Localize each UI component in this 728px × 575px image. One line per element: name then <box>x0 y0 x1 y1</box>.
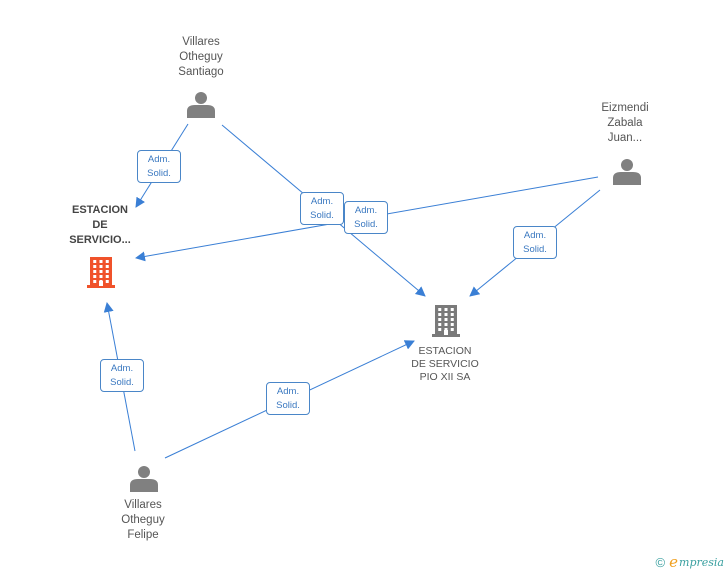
relation-type: Solid. <box>276 400 300 411</box>
name-line: DE <box>92 219 108 231</box>
relation-badge-felipe-main[interactable]: Adm. Solid. <box>100 359 144 392</box>
name-line: Zabala <box>607 117 643 129</box>
person-icon-eizmendi-juan[interactable] <box>613 159 641 185</box>
relation-type: Adm. <box>354 205 378 216</box>
relation-type: Solid. <box>354 219 378 230</box>
company-label-estacion-servicio-main[interactable]: ESTACION DE SERVICIO... <box>50 203 150 248</box>
name-line: ESTACION <box>71 204 129 216</box>
name-line: Santiago <box>178 66 224 78</box>
relation-badge-felipe-pio[interactable]: Adm. Solid. <box>266 382 310 415</box>
relation-badge-eizmendi-pio[interactable]: Adm. Solid. <box>513 226 557 259</box>
name-line: Otheguy <box>121 514 165 526</box>
name-line: Juan... <box>607 132 643 144</box>
person-label-villares-felipe[interactable]: Villares Otheguy Felipe <box>93 498 193 543</box>
name-line: Felipe <box>127 529 159 541</box>
relation-badge-santiago-main[interactable]: Adm. Solid. <box>137 150 181 183</box>
person-label-eizmendi-juan[interactable]: Eizmendi Zabala Juan... <box>575 101 675 146</box>
building-icon-estacion-servicio-pio[interactable] <box>432 305 460 337</box>
relation-type: Adm. <box>276 386 300 397</box>
person-icon-villares-felipe[interactable] <box>130 466 158 492</box>
relation-type: Solid. <box>110 377 134 388</box>
name-line: Villares <box>182 36 220 48</box>
building-icon-estacion-servicio-main[interactable] <box>87 257 115 288</box>
relation-type: Solid. <box>310 210 334 221</box>
relation-badge-santiago-pio[interactable]: Adm. Solid. <box>300 192 344 225</box>
footer-brand: © e mpresia <box>656 553 724 571</box>
brand-logo-initial: e <box>669 553 679 571</box>
name-line: Otheguy <box>179 51 223 63</box>
relation-type: Adm. <box>147 154 171 165</box>
relation-type: Solid. <box>147 168 171 179</box>
name-line: PIO XII SA <box>419 371 471 383</box>
name-line: DE SERVICIO <box>411 358 479 370</box>
person-icon-villares-santiago[interactable] <box>187 92 215 118</box>
relation-type: Solid. <box>523 244 547 255</box>
person-label-villares-santiago[interactable]: Villares Otheguy Santiago <box>151 35 251 80</box>
name-line: Villares <box>124 499 162 511</box>
relation-type: Adm. <box>523 230 547 241</box>
name-line: SERVICIO... <box>69 234 131 246</box>
relation-badge-eizmendi-main[interactable]: Adm. Solid. <box>344 201 388 234</box>
copyright-icon: © <box>655 554 666 570</box>
relation-type: Adm. <box>110 363 134 374</box>
name-line: ESTACION <box>418 345 472 357</box>
brand-logo-text: mpresia <box>679 555 724 569</box>
relation-type: Adm. <box>310 196 334 207</box>
company-label-estacion-servicio-pio[interactable]: ESTACION DE SERVICIO PIO XII SA <box>395 345 495 384</box>
name-line: Eizmendi <box>601 102 649 114</box>
